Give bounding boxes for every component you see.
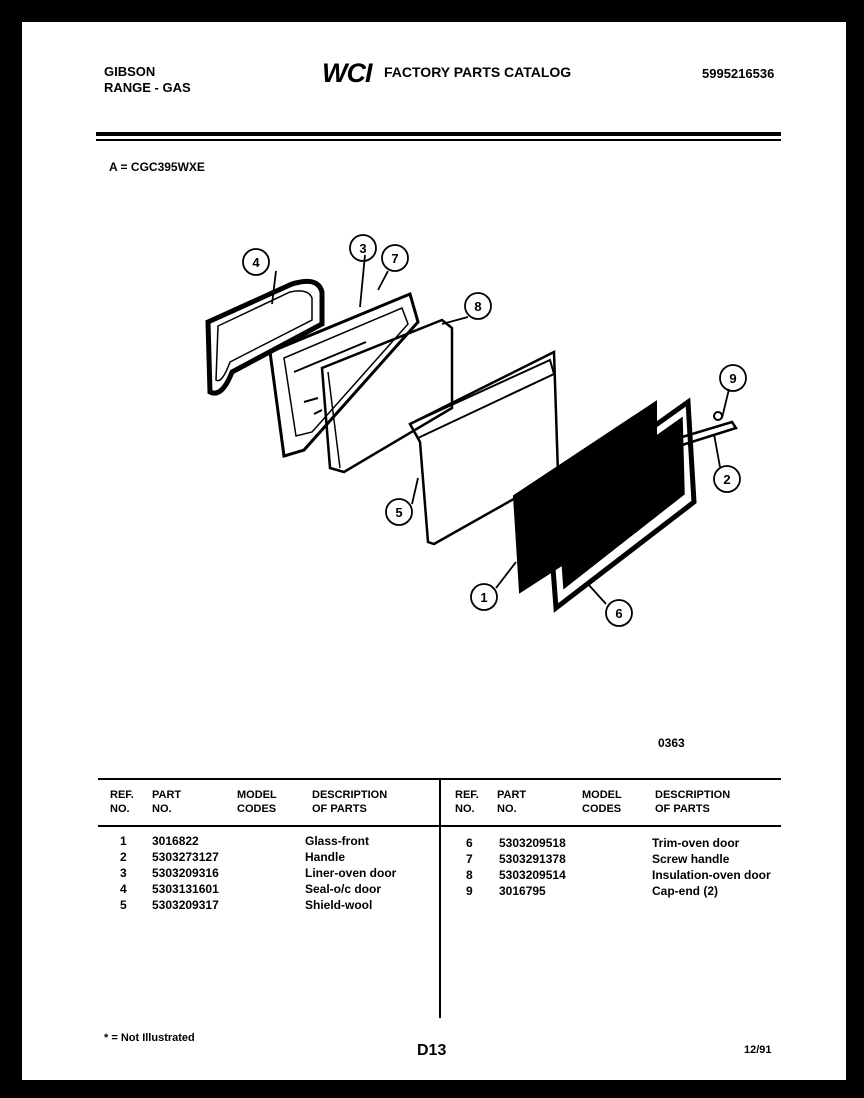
callout-2-label: 2: [723, 472, 730, 487]
callout-9-label: 9: [729, 371, 736, 386]
callout-group: 4 3 7 8 9 2 5 1 6: [242, 234, 747, 627]
table-row-ref: 1: [120, 834, 127, 848]
right-ref-column: 6 7 8 9: [466, 835, 473, 899]
header-model-line2: CODES: [582, 803, 622, 815]
header-rule-thin: [96, 139, 781, 141]
callout-3-label: 3: [359, 241, 366, 256]
page-number: D13: [417, 1042, 447, 1059]
product-type: RANGE - GAS: [104, 80, 191, 95]
table-row-part: 3016795: [499, 884, 546, 898]
header-model-right: MODEL CODES: [582, 788, 622, 816]
part-insulation: [320, 318, 454, 474]
header-model-line1: MODEL: [582, 789, 622, 801]
table-row-desc: Handle: [305, 850, 346, 864]
part-seal: [205, 278, 325, 396]
table-row-part: 5303209317: [152, 898, 219, 912]
header-desc-line1: DESCRIPTION: [655, 789, 731, 801]
table-row-part: 3016822: [152, 834, 199, 848]
table-row-ref: 2: [120, 850, 127, 864]
part-shield: [408, 350, 560, 546]
table-row-part: 5303209316: [152, 866, 219, 880]
header-desc-right: DESCRIPTION OF PARTS: [655, 788, 730, 816]
table-row-part: 5303273127: [152, 850, 219, 864]
callout-1-label: 1: [480, 590, 487, 605]
header-ref-right: REF. NO.: [455, 788, 479, 816]
wci-logo: WCI: [322, 58, 372, 88]
catalog-title: FACTORY PARTS CATALOG: [384, 64, 572, 80]
table-row-desc: Seal-o/c door: [305, 882, 382, 896]
header-ref-line2: NO.: [455, 803, 475, 815]
document-number: 5995216536: [702, 66, 775, 81]
table-row-desc: Liner-oven door: [305, 866, 397, 880]
header-ref-left: REF. NO.: [110, 788, 134, 816]
left-ref-column: 1 2 3 4 5: [120, 833, 127, 913]
table-row-desc: Screw handle: [652, 852, 730, 866]
table-row-desc: Shield-wool: [305, 898, 373, 912]
part-trim: [545, 397, 697, 613]
print-date: 12/91: [744, 1044, 772, 1056]
table-row-ref: 9: [466, 884, 473, 898]
header-model-left: MODEL CODES: [237, 788, 277, 816]
table-row-desc: Insulation-oven door: [652, 868, 771, 882]
header-model-line2: CODES: [237, 803, 277, 815]
header-ref-line1: REF.: [455, 789, 479, 801]
callout-6: [605, 599, 633, 627]
table-row-desc: Glass-front: [305, 834, 370, 848]
callout-7-label: 7: [391, 251, 398, 266]
callout-4-label: 4: [252, 255, 260, 270]
brand-name: GIBSON: [104, 64, 156, 79]
table-row-ref: 6: [466, 836, 473, 850]
header-part-right: PART NO.: [497, 788, 526, 816]
callout-5: [385, 498, 413, 526]
left-desc-column: Glass-front Handle Liner-oven door Seal-…: [305, 833, 396, 913]
figure-code: 0363: [658, 736, 685, 750]
table-row-desc: Cap-end (2): [652, 884, 718, 898]
header-desc-line1: DESCRIPTION: [312, 789, 388, 801]
catalog-page: GIBSON RANGE - GAS WCI FACTORY PARTS CAT…: [22, 22, 846, 1080]
model-line: A = CGC395WXE: [109, 160, 205, 174]
callout-5-label: 5: [395, 505, 402, 520]
table-row-ref: 4: [120, 882, 127, 896]
header-part-line2: NO.: [497, 803, 517, 815]
callout-1: [470, 583, 498, 611]
header-ref-line1: REF.: [110, 789, 134, 801]
right-desc-column: Trim-oven door Screw handle Insulation-o…: [652, 835, 771, 899]
header-ref-line2: NO.: [110, 803, 130, 815]
right-part-column: 5303209518 5303291378 5303209514 3016795: [499, 835, 566, 899]
table-row-part: 5303131601: [152, 882, 219, 896]
table-row-part: 5303209514: [499, 868, 566, 882]
header-desc-left: DESCRIPTION OF PARTS: [312, 788, 387, 816]
callout-8-label: 8: [474, 299, 481, 314]
callout-4: [242, 248, 270, 276]
left-part-column: 3016822 5303273127 5303209316 5303131601…: [152, 833, 219, 913]
callout-2: [713, 465, 741, 493]
header-desc-line2: OF PARTS: [655, 803, 710, 815]
table-row-ref: 7: [466, 852, 473, 866]
header-part-line2: NO.: [152, 803, 172, 815]
table-row-ref: 5: [120, 898, 127, 912]
callout-3: [349, 234, 377, 262]
part-liner: [268, 291, 420, 458]
table-row-desc: Trim-oven door: [652, 836, 740, 850]
header-part-left: PART NO.: [152, 788, 181, 816]
exploded-door-diagram: 4 3 7 8 9 2 5 1 6: [205, 234, 747, 627]
header-part-line1: PART: [152, 789, 182, 801]
header-part-line1: PART: [497, 789, 527, 801]
header-rule-thick: [96, 132, 781, 136]
not-illustrated-note: * = Not Illustrated: [104, 1032, 195, 1044]
header-model-line1: MODEL: [237, 789, 277, 801]
brand-block: GIBSON RANGE - GAS: [104, 64, 191, 96]
table-divider: [439, 778, 441, 1018]
table-row-part: 5303291378: [499, 852, 566, 866]
header-desc-line2: OF PARTS: [312, 803, 367, 815]
table-row-part: 5303209518: [499, 836, 566, 850]
callout-9: [719, 364, 747, 392]
table-row-ref: 8: [466, 868, 473, 882]
callout-6-label: 6: [615, 606, 622, 621]
callout-7: [381, 244, 409, 272]
callout-8: [464, 292, 492, 320]
table-row-ref: 3: [120, 866, 127, 880]
